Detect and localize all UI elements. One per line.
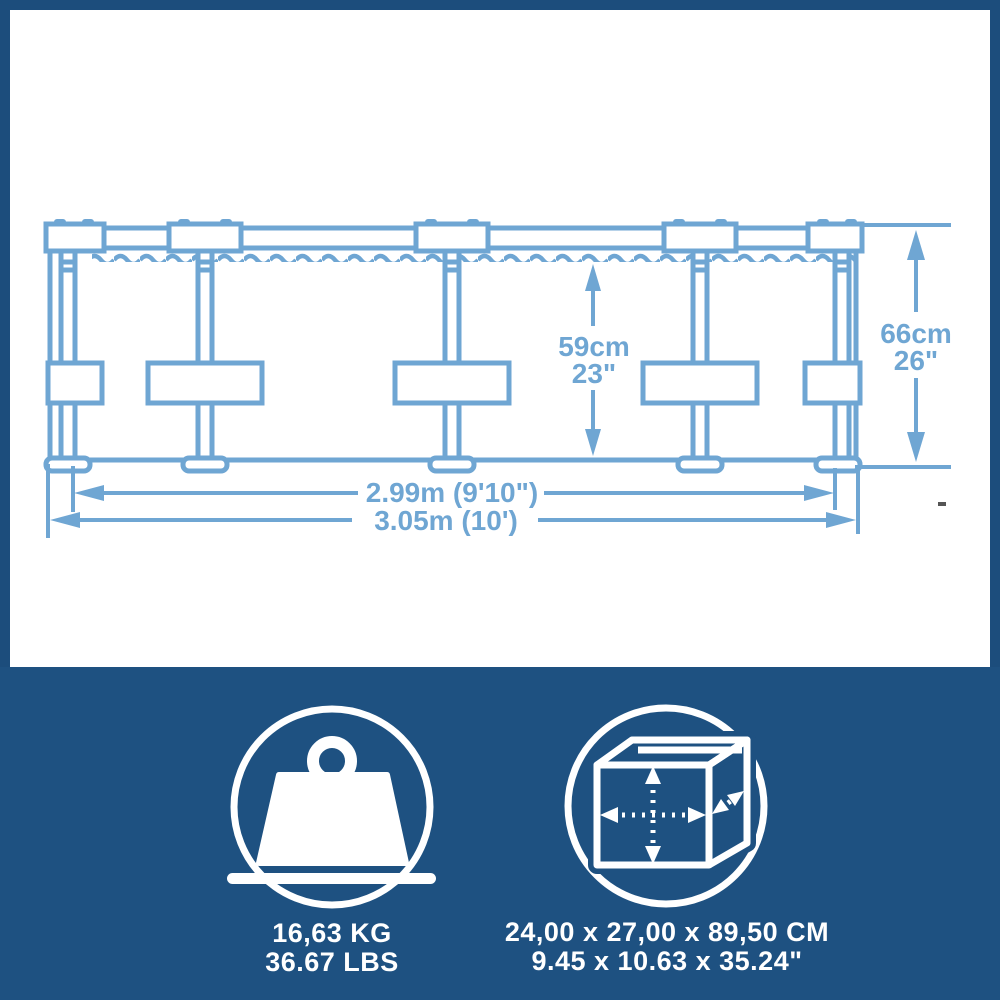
dimension-outer-diameter: 3.05m (10') [46,464,860,538]
water-height-metric-label: 59cm [558,331,630,362]
frame-bands [45,360,863,406]
box-dimensions-spec: 24,00 x 27,00 x 89,50 CM 9.45 x 10.63 x … [487,696,847,976]
weight-spec: 16,63 KG 36.67 LBS [152,697,512,977]
arrowheads [585,264,601,456]
rail-connectors [43,221,865,254]
weight-lbs-label: 36.67 LBS [265,947,399,977]
weight-ground-bar [227,873,436,884]
cube-measure-arrowheads [600,766,744,864]
package-cm-label: 24,00 x 27,00 x 89,50 CM [504,917,830,947]
water-diameter-label: 2.99m (9'10") [366,477,538,508]
pool-legs [58,244,852,463]
weight-kg-label: 16,63 KG [272,918,392,948]
weight-body [256,772,409,866]
frame-height-metric-label: 66cm [880,318,952,349]
print-artifact-dash [938,502,946,506]
leg-feet [43,455,863,474]
water-height-imperial-label: 23" [572,358,616,389]
rail-connector-tabs [54,219,857,225]
package-inches-label: 9.45 x 10.63 x 35.24" [531,946,803,976]
leg-joints [61,259,849,273]
outer-diameter-label: 3.05m (10') [374,505,518,536]
dimension-water-height: 59cm 23" [558,264,630,456]
frame-height-imperial-label: 26" [894,345,938,376]
cube-measure-lines [612,780,738,850]
box-dimensions-icon [564,704,768,908]
footer-panel: 16,63 KG 36.67 LBS [0,667,1000,1000]
cube-outline [593,736,751,869]
dimension-water-diameter: 2.99m (9'10") [71,466,837,512]
pool-walls [47,248,859,460]
diagram-area: 59cm 23" 66cm 26" [10,10,990,667]
dimension-frame-height: 66cm 26" [855,223,952,469]
pool-side-view-drawing: 59cm 23" 66cm 26" [43,219,952,538]
weight-icon [227,705,436,909]
